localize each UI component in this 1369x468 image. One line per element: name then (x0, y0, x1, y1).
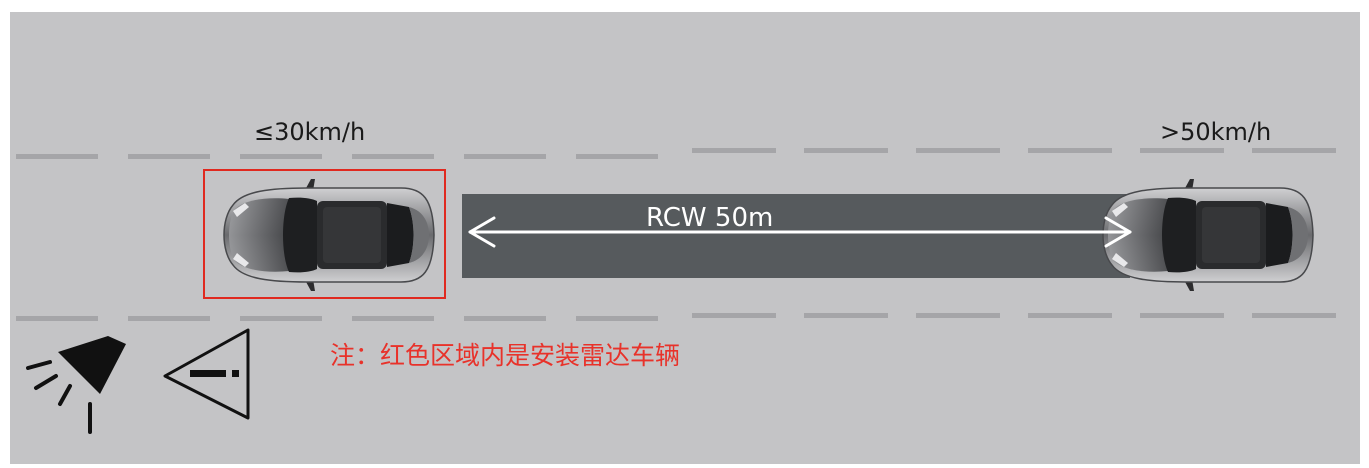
rear-speed-label: >50km/h (1160, 118, 1271, 146)
rear-car (1102, 178, 1314, 292)
hazard-light-icon (26, 336, 126, 434)
rcw-distance-label: RCW 50m (646, 203, 773, 233)
lane-marking-bottom (16, 313, 1336, 321)
lane-marking-top (16, 148, 1336, 159)
rcw-zone (462, 194, 1130, 278)
ego-car (223, 178, 435, 292)
rcw-distance-arrow (468, 216, 1132, 248)
radar-vehicle-highlight (203, 169, 446, 299)
rear-collision-warning-icon (163, 328, 250, 420)
red-area-note: 注：红色区域内是安装雷达车辆 (330, 341, 680, 370)
ego-speed-label: ≤30km/h (254, 118, 365, 146)
